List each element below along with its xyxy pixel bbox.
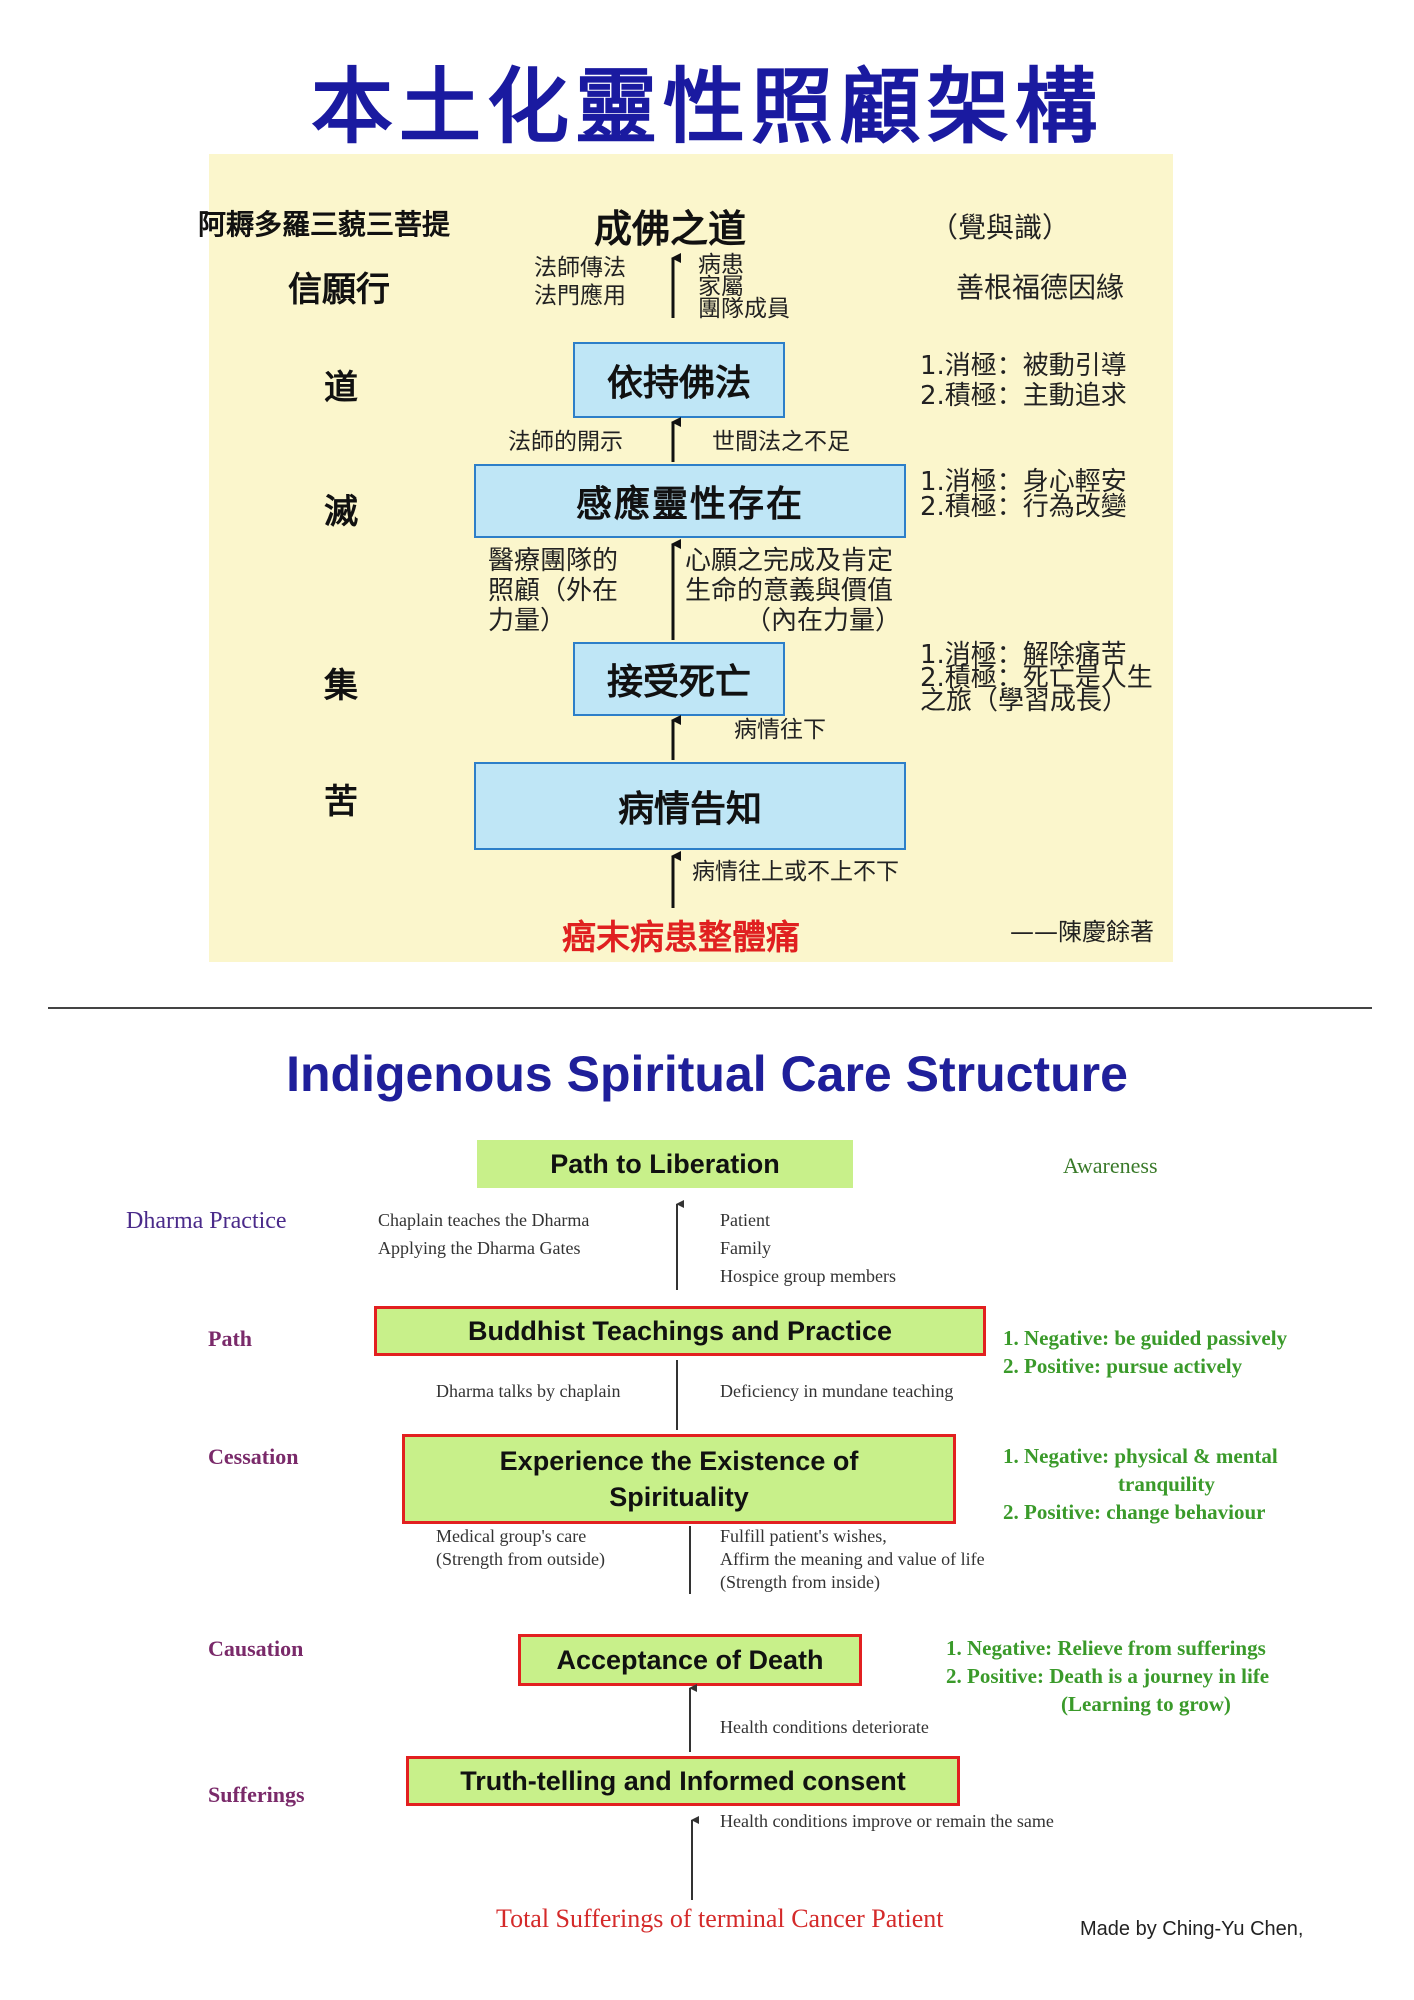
medical-care-text: Medical group's care(Strength from outsi… [436,1526,605,1569]
level-cessation-cn: 滅 [324,492,358,532]
awareness-label: Awareness [1063,1153,1158,1178]
box-accept-death: 接受死亡 [573,642,785,716]
good-roots-text: 善根福德因緣 [956,271,1125,304]
author-cn: ——陳慶餘著 [1010,918,1154,946]
dharma-talks-text: Dharma talks by chaplain [436,1381,621,1401]
medical-team-care-text: 醫療團隊的照顧（外在力量） [488,546,619,636]
mundane-deficiency-en: Deficiency in mundane teaching [720,1381,954,1401]
awareness-cn-label: （覺與識） [930,211,1071,244]
level-path-cn: 道 [324,368,358,408]
buddhahood-path-label: 成佛之道 [594,206,747,251]
box-acceptance-of-death: Acceptance of Death [518,1634,862,1686]
anuttara-label: 阿耨多羅三藐三菩提 [198,208,451,241]
total-sufferings-en: Total Sufferings of terminal Cancer Pati… [496,1904,944,1933]
level-sufferings-en: Sufferings [208,1782,305,1807]
level-cessation-en: Cessation [208,1444,299,1469]
english-title: Indigenous Spiritual Care Structure [286,1046,1128,1102]
condition-worsen-text: 病情往下 [734,717,826,743]
box-spiritual-existence: 感應靈性存在 [474,464,906,538]
deteriorate-text: Health conditions deteriorate [720,1717,929,1737]
box-disclosure: 病情告知 [474,762,906,850]
faith-practice-label: 信願行 [288,270,390,310]
chinese-title: 本土化靈性照顧架構 [310,60,1103,155]
chaplain-teaching-text: 法師傳法法門應用 [534,255,626,309]
level-path-en: Path [208,1326,252,1351]
patient-family-team-text: 病患家屬團隊成員 [698,252,790,322]
chaplain-sermon-text: 法師的開示 [508,429,623,455]
level-causation-en: Causation [208,1636,304,1661]
box-truth-telling: Truth-telling and Informed consent [406,1756,960,1806]
inner-strength-en: Fulfill patient's wishes,Affirm the mean… [720,1526,985,1592]
level-suffering-cn: 苦 [324,782,358,822]
total-pain-cn: 癌末病患整體痛 [562,918,800,958]
improve-text: Health conditions improve or remain the … [720,1811,1054,1831]
condition-stable-text: 病情往上或不上不下 [692,859,899,885]
section-divider [48,1007,1372,1009]
inner-strength-text: 心願之完成及肯定生命的意義與價值（內在力量） [685,546,902,636]
dharma-practice-label: Dharma Practice [126,1208,287,1234]
box-buddhist-teachings: Buddhist Teachings and Practice [374,1306,986,1356]
mundane-deficiency-text: 世間法之不足 [712,429,850,455]
box-path-to-liberation: Path to Liberation [477,1140,853,1188]
level-causation-cn: 集 [324,666,358,706]
author-en: Made by Ching-Yu Chen, [1080,1918,1304,1940]
